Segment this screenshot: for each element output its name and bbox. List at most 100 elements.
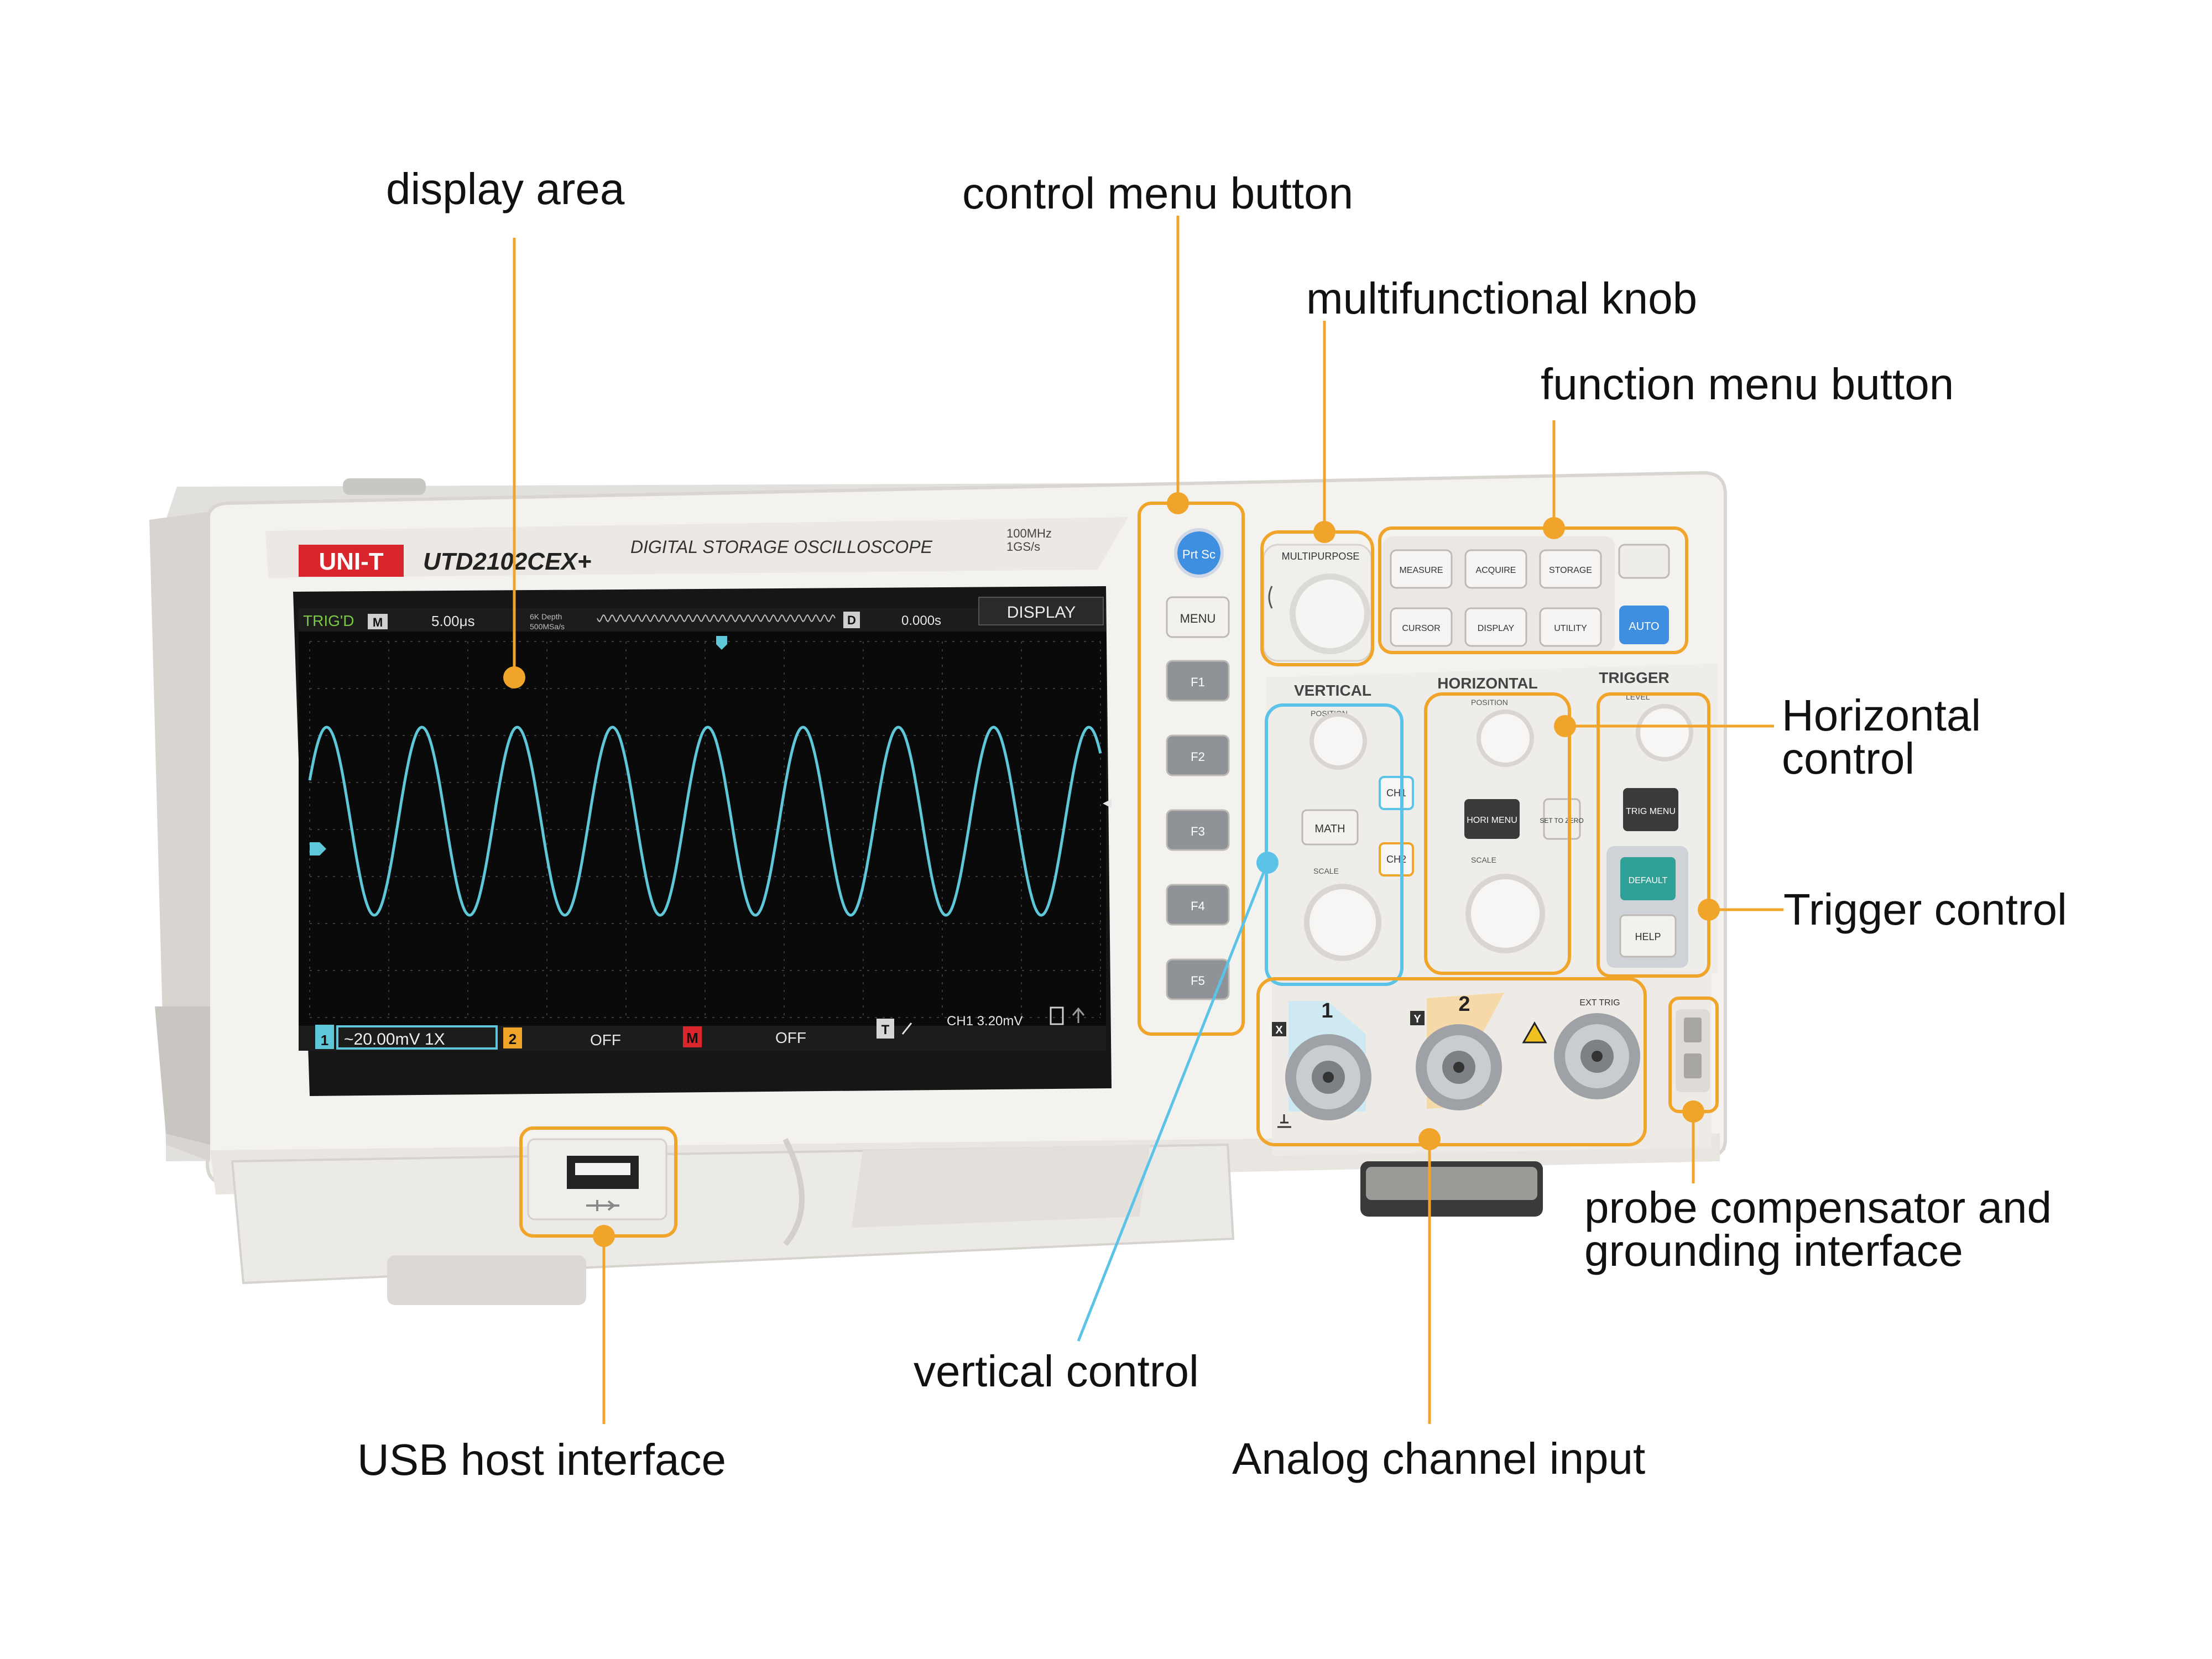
- utility-button[interactable]: [1539, 607, 1602, 647]
- set-to-zero-label: SET TO ZERO: [1540, 817, 1583, 825]
- function-key-f4[interactable]: [1166, 884, 1230, 926]
- help-label: HELP: [1635, 931, 1661, 942]
- rotate-icon: [1268, 586, 1273, 609]
- warning-icon: [1522, 1021, 1547, 1044]
- analog-input-frame: [1256, 977, 1647, 1146]
- probe-compensator: [1676, 1009, 1710, 1092]
- trig-menu-button[interactable]: [1623, 788, 1678, 831]
- horizontal-section-title: HORIZONTAL: [1437, 675, 1537, 692]
- function-key-f2-label: F2: [1191, 750, 1205, 764]
- trigger-readout: CH1 3.20mV: [947, 1014, 1022, 1029]
- probe-comp-terminal[interactable]: [1684, 1018, 1702, 1042]
- default-button[interactable]: [1620, 857, 1676, 900]
- menu-button[interactable]: [1166, 596, 1230, 638]
- device-subtitle: DIGITAL STORAGE OSCILLOSCOPE: [630, 537, 933, 557]
- trigger-level-marker: [1103, 799, 1112, 808]
- default-label: DEFAULT: [1629, 876, 1668, 885]
- hori-menu-label: HORI MENU: [1467, 816, 1517, 825]
- function-key-f3-label: F3: [1191, 825, 1205, 838]
- function-key-f4-label: F4: [1191, 899, 1205, 913]
- vertical-controls: POSITION MATH SCALE CH1 CH2: [1301, 709, 1414, 961]
- function-key-f1[interactable]: [1166, 660, 1230, 702]
- usb-status-icon: [1072, 1007, 1085, 1023]
- math-button[interactable]: [1301, 809, 1359, 846]
- function-key-f3[interactable]: [1166, 809, 1230, 851]
- sample-rate-readout: 500MSa/s: [530, 622, 565, 631]
- channel1-ground-marker: [310, 842, 326, 855]
- menu-title: DISPLAY: [1007, 603, 1076, 622]
- horizontal-control-line-2: control: [1782, 734, 1915, 784]
- display-area: TRIG'D M 5.00μs 6K Depth 500MSa/s D 0.00…: [293, 586, 1112, 1096]
- cursor-button-label: CURSOR: [1402, 624, 1440, 633]
- model-number: UTD2102CEX+: [423, 548, 591, 575]
- measure-button-label: MEASURE: [1399, 566, 1443, 575]
- trigger-position-marker: [716, 636, 727, 650]
- horizontal-position-label: POSITION: [1471, 698, 1508, 707]
- ch1-bnc-connector[interactable]: [1285, 1034, 1371, 1120]
- rising-edge-icon: [901, 1022, 912, 1035]
- brand-logo: [299, 545, 404, 577]
- math-badge: M: [686, 1030, 698, 1046]
- storage-button-label: STORAGE: [1549, 566, 1592, 575]
- function-key-f2[interactable]: [1166, 734, 1230, 776]
- function-key-f1-label: F1: [1191, 675, 1205, 689]
- analog-inputs: X 1 Y 2 EXT TRIG: [1272, 971, 1712, 1156]
- auto-button[interactable]: [1619, 606, 1669, 644]
- acquire-button[interactable]: [1464, 549, 1527, 589]
- memory-overview-wave: [597, 614, 836, 623]
- display-button[interactable]: [1464, 607, 1527, 647]
- trigger-controls: LEVEL TRIG MENU DEFAULT HELP: [1606, 692, 1693, 968]
- measure-button[interactable]: [1390, 549, 1453, 589]
- storage-icon: [1050, 1006, 1064, 1025]
- cursor-button[interactable]: [1390, 607, 1453, 647]
- probe-compensator-label: probe compensator and grounding interfac…: [1584, 1185, 2052, 1276]
- trigger-control-label: Trigger control: [1783, 885, 2067, 934]
- vertical-section-title: VERTICAL: [1294, 682, 1371, 699]
- sine-waveform: [308, 726, 1102, 917]
- ch1-input-number: 1: [1321, 999, 1333, 1022]
- horizontal-controls: POSITION HORI MENU SET TO ZERO SCALE: [1464, 698, 1584, 953]
- ext-trig-bnc-connector[interactable]: [1554, 1013, 1640, 1099]
- trig-menu-label: TRIG MENU: [1626, 807, 1676, 816]
- function-key-f5-label: F5: [1191, 974, 1205, 988]
- print-screen-button[interactable]: [1174, 528, 1224, 578]
- delay-readout: 0.000s: [901, 613, 941, 628]
- bandwidth-spec: 100MHz: [1006, 526, 1052, 540]
- probe-ground-terminal[interactable]: [1684, 1053, 1702, 1078]
- ch2-badge: 2: [509, 1031, 517, 1047]
- storage-button[interactable]: [1539, 549, 1602, 589]
- auto-label: AUTO: [1629, 620, 1659, 633]
- trigger-section-title: TRIGGER: [1599, 669, 1670, 686]
- x-badge: X: [1275, 1024, 1283, 1036]
- menu-button-label: MENU: [1180, 612, 1216, 625]
- ch1-readout-box: [336, 1025, 498, 1050]
- trigger-control-frame: [1597, 692, 1710, 978]
- horizontal-scale-label: SCALE: [1471, 855, 1496, 864]
- function-menu-button-label: function menu button: [1541, 359, 1954, 409]
- knob-label: MULTIPURPOSE: [1282, 551, 1360, 562]
- usb-symbol-icon: [586, 1200, 619, 1211]
- ch1-readout: ~20.00mV 1X: [344, 1030, 445, 1048]
- ch1-button[interactable]: [1379, 776, 1414, 810]
- trigger-badge: T: [881, 1022, 890, 1037]
- acquire-button-label: ACQUIRE: [1476, 566, 1516, 575]
- ch2-readout: OFF: [590, 1031, 621, 1048]
- menu-title-box: [978, 597, 1104, 625]
- vertical-control-frame: [1265, 703, 1404, 986]
- sample-rate-spec: 1GS/s: [1006, 540, 1040, 554]
- hori-menu-button[interactable]: [1464, 799, 1520, 839]
- leader-lines: [503, 216, 1783, 1424]
- horizontal-control-line-1: Horizontal: [1782, 691, 1981, 740]
- utility-button-label: UTILITY: [1554, 624, 1587, 633]
- display-area-dot: [503, 666, 525, 688]
- function-menu-frame: [1378, 526, 1688, 654]
- stop-run-button[interactable]: [1618, 544, 1670, 579]
- help-button[interactable]: [1619, 914, 1677, 958]
- ch2-button[interactable]: [1379, 842, 1414, 877]
- function-key-f5[interactable]: [1166, 958, 1230, 1000]
- ch2-bnc-connector[interactable]: [1416, 1024, 1502, 1110]
- probe-line-2: grounding interface: [1584, 1226, 1963, 1276]
- vertical-control-label: vertical control: [914, 1347, 1199, 1396]
- control-menu-frame: [1138, 502, 1245, 1036]
